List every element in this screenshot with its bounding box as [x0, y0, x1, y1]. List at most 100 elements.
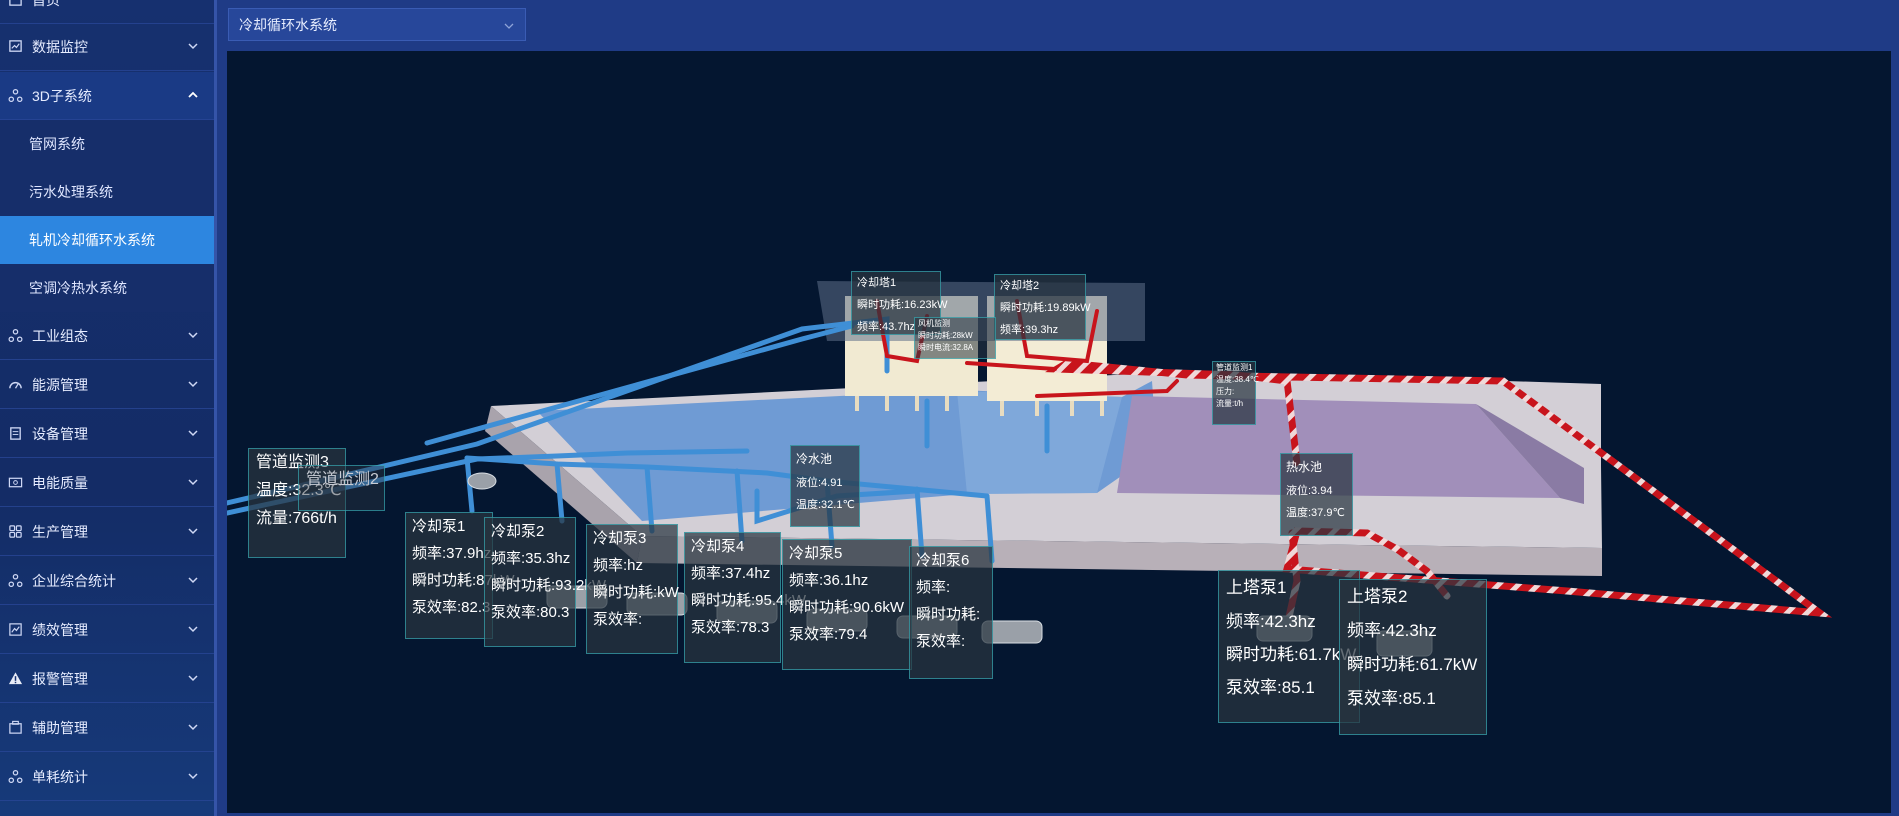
sub-item-label: 污水处理系统: [29, 184, 113, 200]
nav-item-industrial-config[interactable]: 工业组态: [0, 312, 217, 360]
nav-item-label: 首页: [32, 0, 60, 10]
cooling-pump-6-panel[interactable]: 冷却泵6 频率: 瞬时功耗: 泵效率:: [909, 546, 993, 679]
cooling-pump-2-panel[interactable]: 冷却泵2 频率:35.3hz 瞬时功耗:93.2kW 泵效率:80.3: [484, 517, 606, 647]
nav-item-label: 企业综合统计: [32, 572, 116, 589]
panel-title: 冷却泵1: [412, 518, 466, 535]
chevron-down-icon: [188, 577, 198, 584]
chevron-down-icon: [188, 773, 198, 780]
nav-item-label: 生产管理: [32, 523, 88, 540]
sub-item-hvac-water[interactable]: 空调冷热水系统: [0, 264, 217, 312]
panel-power: 瞬时功耗:90.6kW: [789, 599, 905, 616]
nav-item-3d-subsystem[interactable]: 3D子系统: [0, 72, 217, 120]
panel-title: 冷却塔1: [857, 277, 897, 289]
scene-3d[interactable]: 管道监测3 温度:32.3℃ 流量:766t/h 管道监测2 管道监测1 温度:…: [227, 51, 1891, 813]
nav-item-production[interactable]: 生产管理: [0, 508, 217, 556]
nodes-icon: [7, 328, 23, 344]
panel-eff: 泵效率:78.3: [691, 619, 770, 636]
panel-eff: 泵效率:82.3: [412, 599, 491, 616]
tower-pump-2-panel[interactable]: 上塔泵2 频率:42.3hz 瞬时功耗:61.7kW 泵效率:85.1: [1339, 579, 1487, 735]
sub-item-mill-cooling[interactable]: 轧机冷却循环水系统: [0, 216, 217, 264]
panel-power: 瞬时功耗:61.7kW: [1347, 655, 1478, 674]
nav-item-unit-consumption[interactable]: 单耗统计: [0, 753, 217, 801]
panel-power: 瞬时功耗:kW: [593, 584, 679, 601]
sub-item-label: 轧机冷却循环水系统: [29, 232, 155, 248]
panel-freq: 频率:43.7hz: [857, 321, 916, 333]
nav-item-enterprise-stats[interactable]: 企业综合统计: [0, 557, 217, 605]
nav-item-label: 电能质量: [32, 474, 88, 491]
pipe-monitor-1-panel[interactable]: 管道监测1 温度:38.4℃ 压力: 流量:t/h: [1212, 361, 1259, 425]
nav-item-label: 设备管理: [32, 425, 88, 442]
panel-eff: 泵效率:80.3: [491, 604, 570, 621]
panel-title: 上塔泵2: [1347, 587, 1408, 606]
pipe-monitor-3-panel[interactable]: 管道监测3 温度:32.3℃ 流量:766t/h: [248, 448, 346, 558]
panel-freq: 频率:37.4hz: [691, 565, 771, 582]
chevron-down-icon: [188, 479, 198, 486]
panel-title: 热水池: [1286, 460, 1323, 474]
device-icon: [7, 426, 23, 442]
sub-item-pipe-network[interactable]: 管网系统: [0, 120, 217, 168]
panel-title: 冷却泵5: [789, 545, 843, 562]
chevron-down-icon: [188, 675, 198, 682]
cooling-pump-1-panel[interactable]: 冷却泵1 频率:37.9hz 瞬时功耗:87kW 泵效率:82.3: [405, 512, 515, 639]
panel-flow: 流量:766t/h: [256, 510, 337, 527]
fan-monitor-panel[interactable]: 风机监测 瞬时功耗:28kW 瞬时电流:32.8A: [914, 317, 996, 359]
nodes-icon: [7, 88, 23, 104]
nav-item-device[interactable]: 设备管理: [0, 410, 217, 458]
sub-item-sewage[interactable]: 污水处理系统: [0, 168, 217, 216]
panel-freq: 频率:hz: [593, 557, 644, 574]
panel-power: 瞬时功耗:16.23kW: [857, 299, 948, 311]
nav-item-energy[interactable]: 能源管理: [0, 361, 217, 409]
tower-pump-1-panel[interactable]: 上塔泵1 频率:42.3hz 瞬时功耗:61.7kW 泵效率:85.1: [1218, 570, 1360, 723]
nav-item-home[interactable]: 首页: [0, 0, 217, 24]
panel-freq: 频率:36.1hz: [789, 572, 869, 589]
panel-title: 冷却泵6: [916, 552, 970, 569]
cooling-pump-5-panel[interactable]: 冷却泵5 频率:36.1hz 瞬时功耗:90.6kW 泵效率:79.4: [782, 539, 912, 670]
panel-power: 瞬时功耗:95.4kW: [691, 592, 807, 609]
chevron-down-icon: [188, 724, 198, 731]
panel-freq: 频率:: [916, 579, 951, 596]
nav-item-label: 3D子系统: [32, 87, 92, 104]
cooling-pump-3-panel[interactable]: 冷却泵3 频率:hz 瞬时功耗:kW 泵效率:: [586, 524, 679, 654]
cooling-pump-4-panel[interactable]: 冷却泵4 频率:37.4hz 瞬时功耗:95.4kW 泵效率:78.3: [684, 532, 807, 663]
panel-freq: 频率:37.9hz: [412, 545, 492, 562]
panel-temp: 温度:32.1℃: [796, 499, 855, 511]
sub-item-label: 管网系统: [29, 136, 85, 152]
nav-item-performance[interactable]: 绩效管理: [0, 606, 217, 654]
cold-pool-panel[interactable]: 冷水池 液位:4.91 温度:32.1℃: [790, 445, 860, 527]
panel-eff: 泵效率:: [593, 611, 643, 628]
panel-power: 瞬时功耗:61.7kW: [1226, 645, 1357, 664]
panel-title: 冷却塔2: [1000, 280, 1040, 292]
panel-level: 液位:3.94: [1286, 485, 1333, 497]
panel-eff: 泵效率:: [916, 633, 966, 650]
nav-item-label: 报警管理: [32, 670, 88, 687]
platform-left-face: [485, 406, 642, 563]
hot-pool-panel[interactable]: 热水池 液位:3.94 温度:37.9℃: [1280, 453, 1353, 536]
chart-icon: [7, 622, 23, 638]
cooling-tower-2-panel[interactable]: 冷却塔2 瞬时功耗:19.89kW 频率:39.3hz: [994, 274, 1090, 340]
panel-title: 管道监测1: [1216, 363, 1253, 372]
panel-title: 风机监测: [918, 319, 950, 328]
nav-item-alarm[interactable]: 报警管理: [0, 655, 217, 703]
chevron-down-icon: [188, 626, 198, 633]
cold-pool-rim: [957, 391, 1122, 494]
tower-legs: [855, 396, 1104, 416]
chevron-down-icon: [188, 381, 198, 388]
panel-temp: 温度:37.9℃: [1286, 507, 1345, 519]
panel-level: 液位:4.91: [796, 477, 843, 489]
panel-title: 冷却泵2: [491, 523, 545, 540]
gauge-icon: [7, 377, 23, 393]
panel-eff: 泵效率:85.1: [1347, 689, 1436, 708]
nav-item-label: 单耗统计: [32, 768, 88, 785]
system-select[interactable]: 冷却循环水系统: [228, 8, 526, 41]
panel-current: 瞬时电流:32.8A: [918, 343, 974, 352]
panel-freq: 频率:39.3hz: [1000, 324, 1059, 336]
panel-title: 管道监测2: [306, 471, 379, 488]
nav-item-label: 数据监控: [32, 38, 88, 55]
nav-item-assist[interactable]: 辅助管理: [0, 704, 217, 752]
nav-item-data-monitor[interactable]: 数据监控: [0, 23, 217, 71]
panel-title: 管道监测3: [256, 454, 329, 471]
panel-eff: 泵效率:79.4: [789, 626, 868, 643]
nav-item-power-quality[interactable]: 电能质量: [0, 459, 217, 507]
panel-pressure: 压力:: [1216, 387, 1235, 396]
pipe-monitor-2-panel[interactable]: 管道监测2: [298, 465, 385, 511]
